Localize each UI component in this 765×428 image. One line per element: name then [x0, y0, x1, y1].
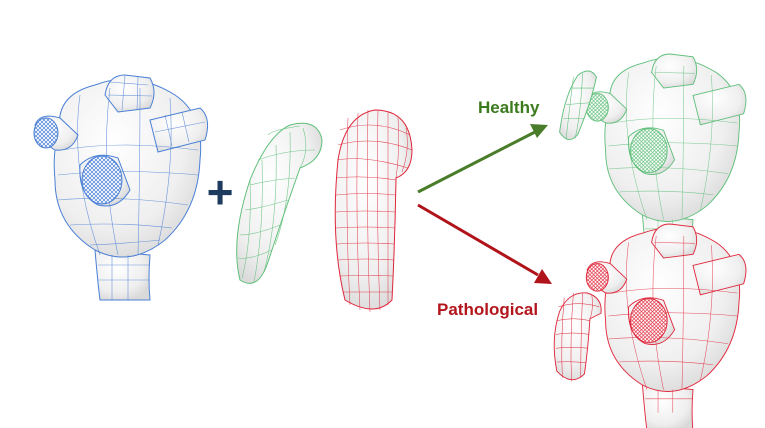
plus-sign: + [207, 166, 234, 218]
blue-front-vessel-cap [81, 155, 123, 205]
pathological-atrium-mesh [553, 223, 747, 428]
blue-atrium-mesh [33, 74, 209, 301]
healthy-arrow [417, 124, 548, 194]
red-appendage-mesh [334, 109, 413, 313]
healthy-label: Healthy [478, 98, 540, 117]
blue-left-vessel-cap [33, 117, 59, 149]
healthy-atrium-mesh [559, 53, 747, 262]
pathological-arrow [417, 203, 552, 284]
pathological-label: Pathological [437, 300, 538, 319]
green-appendage-mesh [236, 122, 323, 284]
